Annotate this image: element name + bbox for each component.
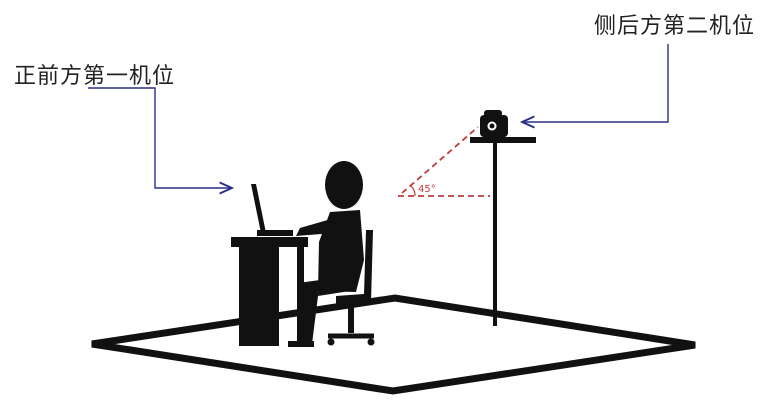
desk-icon	[231, 237, 308, 346]
camera-icon	[480, 110, 508, 137]
side-camera-label: 侧后方第二机位	[594, 8, 755, 40]
floor-outline	[92, 298, 695, 391]
side-camera-arrow	[522, 44, 668, 122]
front-camera-label: 正前方第一机位	[14, 58, 175, 90]
angle-label: 45°	[418, 184, 436, 195]
tripod-stand-icon	[470, 137, 536, 326]
laptop-icon	[251, 184, 293, 236]
front-camera-arrow	[88, 88, 232, 188]
